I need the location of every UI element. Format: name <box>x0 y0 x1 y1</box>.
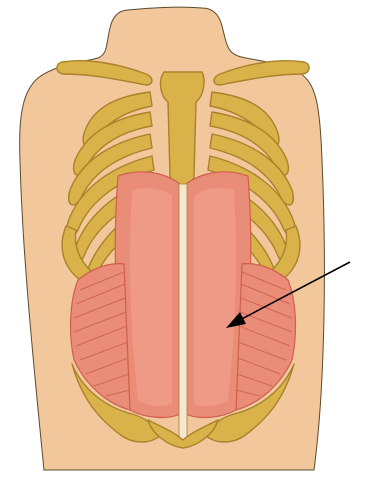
rectus-abdominis <box>115 172 250 440</box>
